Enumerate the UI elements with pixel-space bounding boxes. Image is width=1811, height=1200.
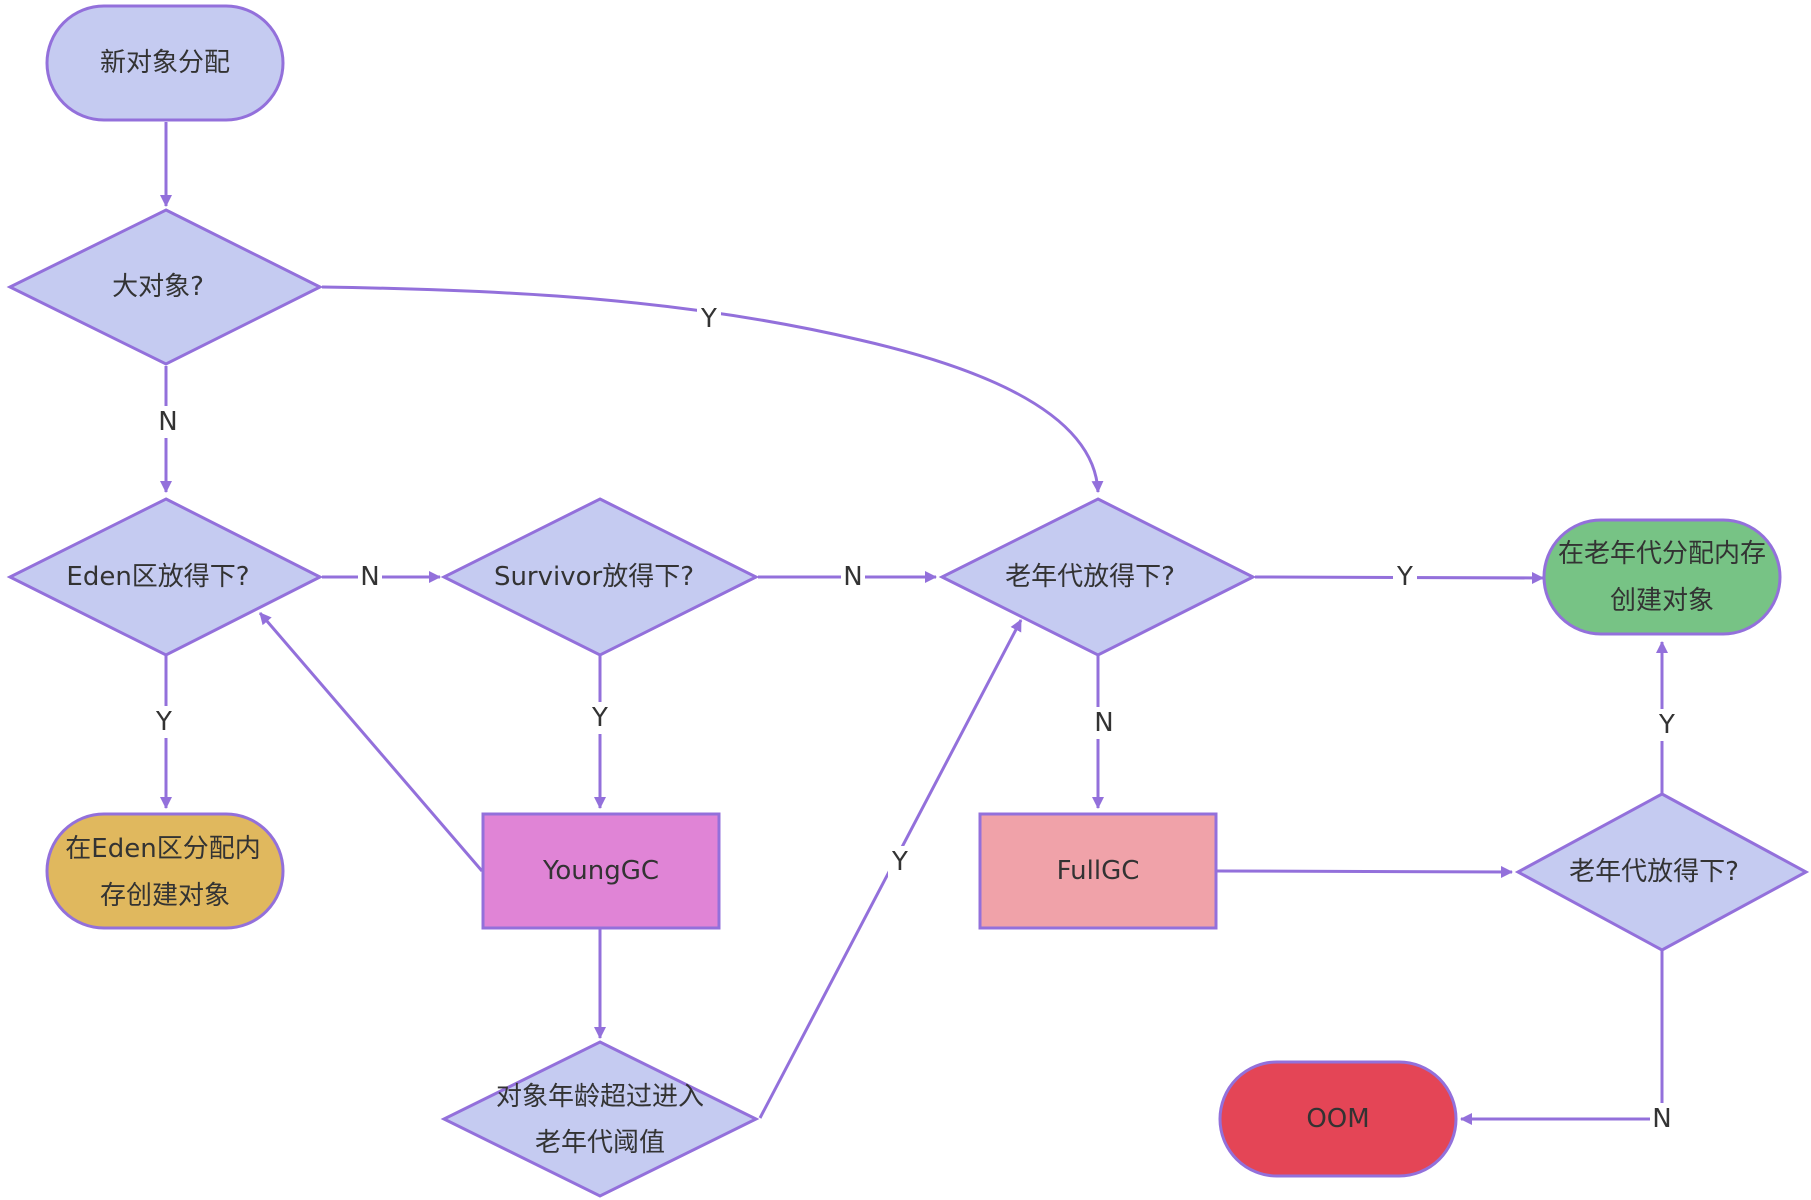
edge-fullgc-to-old-gen-2 <box>1216 865 1513 878</box>
svg-text:创建对象: 创建对象 <box>1610 586 1714 616</box>
edge-label-old1-n: N <box>1092 707 1116 739</box>
svg-text:N: N <box>843 562 862 592</box>
edge-label-survivor-y: Y <box>588 702 612 734</box>
edges <box>160 122 1668 1125</box>
edge-label-old1-y: Y <box>1393 561 1417 593</box>
svg-text:Y: Y <box>700 304 717 334</box>
svg-text:N: N <box>1652 1104 1671 1134</box>
edge-label-eden-y: Y <box>152 706 176 738</box>
node-oom: OOM <box>1218 1060 1458 1178</box>
svg-text:老年代放得下?: 老年代放得下? <box>1569 857 1739 887</box>
svg-text:Eden区放得下?: Eden区放得下? <box>66 562 249 592</box>
edge-label-age-y: Y <box>888 846 912 878</box>
node-eden-allocate: 在Eden区分配内 存创建对象 <box>45 812 285 930</box>
node-old-gen-fit-decision-2: 老年代放得下? <box>1514 792 1810 952</box>
svg-text:N: N <box>158 407 177 437</box>
edge-younggc-to-eden <box>258 612 484 872</box>
nodes: 新对象分配 大对象? Eden区放得下? Survivor放得下? 老年代放得下… <box>6 4 1810 1198</box>
node-young-gc: YoungGC <box>481 812 721 930</box>
svg-text:FullGC: FullGC <box>1057 856 1140 886</box>
edge-label-old2-y: Y <box>1655 709 1679 741</box>
svg-text:在Eden区分配内: 在Eden区分配内 <box>65 834 260 864</box>
svg-text:Y: Y <box>155 707 172 737</box>
svg-text:OOM: OOM <box>1306 1104 1369 1134</box>
svg-text:Y: Y <box>591 703 608 733</box>
edge-big-object-to-old-gen <box>321 285 1104 493</box>
node-old-gen-fit-decision: 老年代放得下? <box>938 497 1257 657</box>
edge-old-gen-2-to-oom <box>1460 950 1664 1125</box>
edge-labels: Y N N Y N Y Y N <box>152 303 1679 1135</box>
svg-text:Y: Y <box>1658 710 1675 740</box>
node-big-object-decision: 大对象? <box>6 208 324 366</box>
edge-label-eden-n: N <box>358 561 382 593</box>
svg-text:N: N <box>1094 708 1113 738</box>
svg-text:Y: Y <box>1396 562 1413 592</box>
node-new-object-allocation: 新对象分配 <box>45 4 285 122</box>
node-survivor-fit-decision: Survivor放得下? <box>440 497 760 657</box>
svg-text:在老年代分配内存: 在老年代分配内存 <box>1558 539 1766 569</box>
node-full-gc: FullGC <box>978 812 1218 930</box>
node-old-gen-allocate: 在老年代分配内存 创建对象 <box>1542 518 1782 636</box>
node-eden-fit-decision: Eden区放得下? <box>6 497 324 657</box>
svg-text:N: N <box>360 562 379 592</box>
svg-text:大对象?: 大对象? <box>112 272 204 302</box>
svg-text:YoungGC: YoungGC <box>542 856 659 886</box>
edge-label-old2-n: N <box>1650 1103 1674 1135</box>
svg-text:新对象分配: 新对象分配 <box>100 48 230 78</box>
edge-label-survivor-n: N <box>841 561 865 593</box>
svg-text:存创建对象: 存创建对象 <box>100 881 230 911</box>
svg-text:Y: Y <box>891 847 908 877</box>
svg-text:Survivor放得下?: Survivor放得下? <box>494 562 694 592</box>
edge-label-big-n: N <box>156 406 180 438</box>
svg-text:老年代放得下?: 老年代放得下? <box>1005 562 1175 592</box>
edge-label-big-y: Y <box>697 303 721 335</box>
node-age-threshold-decision: 对象年龄超过进入 老年代阈值 <box>440 1040 760 1198</box>
svg-text:老年代阈值: 老年代阈值 <box>535 1128 665 1158</box>
svg-text:对象年龄超过进入: 对象年龄超过进入 <box>496 1082 704 1112</box>
